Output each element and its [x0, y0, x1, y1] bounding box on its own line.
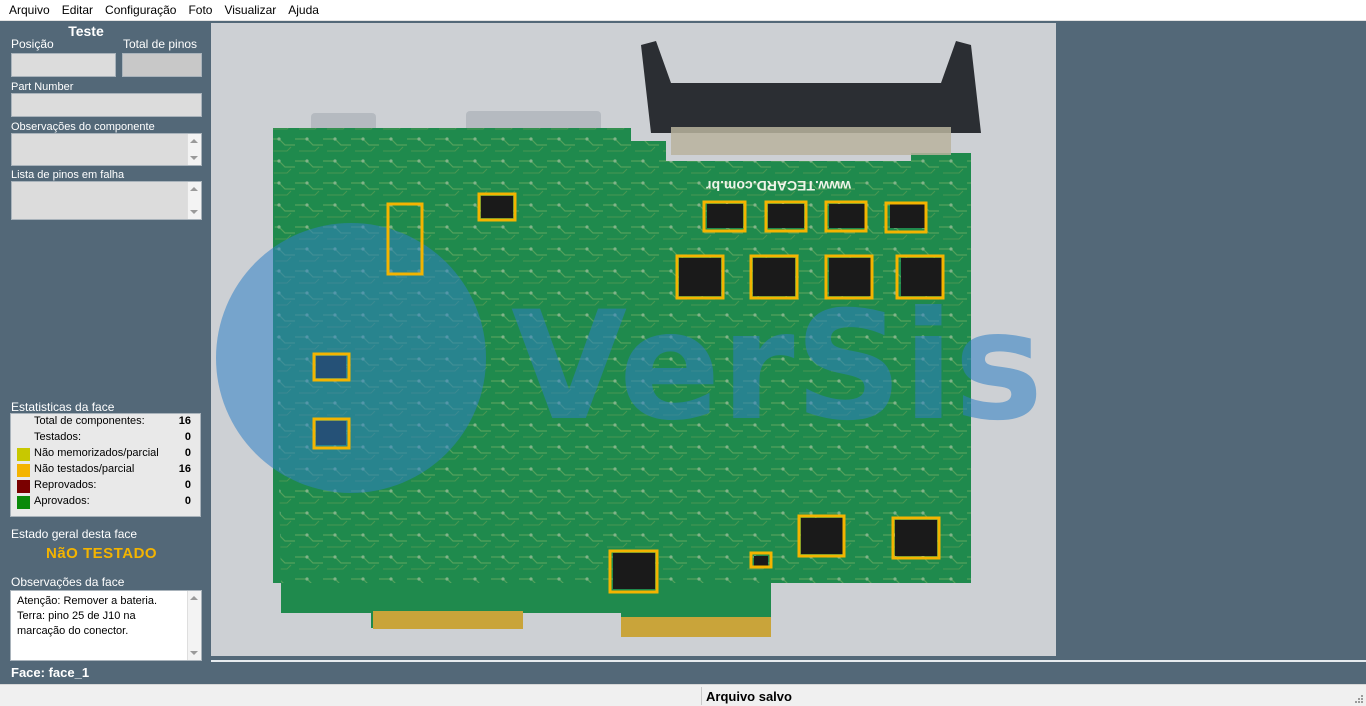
component-highlight[interactable] [884, 201, 928, 234]
component-highlight[interactable] [797, 514, 846, 558]
stats-title: Estatisticas da face [11, 400, 115, 414]
failed-pins-field[interactable] [11, 181, 202, 220]
stat-label: Total de componentes: [34, 415, 145, 427]
component-highlight[interactable] [749, 254, 799, 300]
face-notes-scrollbar[interactable] [187, 591, 201, 660]
component-highlight[interactable] [702, 200, 747, 233]
pcb-traces [273, 128, 971, 583]
component-highlight[interactable] [312, 352, 351, 382]
part-number-field[interactable] [11, 93, 202, 117]
stats-box: Total de componentes: 16 Testados: 0 Não… [10, 413, 201, 517]
stat-row-not-memorized: Não memorizados/parcial 0 [11, 446, 200, 462]
versis-watermark: VerSis [216, 223, 1043, 493]
face-name: Face: face_1 [11, 665, 90, 680]
part-number-label: Part Number [11, 81, 74, 93]
face-notes-label: Observações da face [11, 575, 125, 589]
component-highlight[interactable] [608, 549, 659, 594]
face-notes-line: Terra: pino 25 de J10 na [17, 610, 136, 622]
component-highlight[interactable] [764, 200, 808, 233]
stat-row-total: Total de componentes: 16 [11, 414, 200, 430]
menu-visualizar[interactable]: Visualizar [224, 2, 277, 17]
stat-value: 0 [184, 495, 191, 507]
scroll-down-icon[interactable] [190, 651, 198, 655]
component-highlight[interactable] [891, 516, 941, 560]
panel-title: Teste [68, 23, 104, 39]
face-notes-field[interactable]: Atenção: Remover a bateria. Terra: pino … [10, 590, 202, 661]
state-value: NãO TESTADO [46, 545, 158, 562]
stat-label: Não memorizados/parcial [34, 447, 159, 459]
watermark-text: VerSis [511, 280, 1043, 454]
menu-foto[interactable]: Foto [188, 2, 213, 17]
legend-swatch [17, 464, 30, 477]
menu-configuracao[interactable]: Configuração [105, 2, 177, 17]
component-notes-label: Observações do componente [11, 121, 155, 133]
stat-value: 0 [184, 447, 191, 459]
scroll-up-icon[interactable] [190, 596, 198, 600]
board-viewport[interactable]: www.TECARD.com.br VerSis [211, 23, 1366, 662]
menu-bar: Arquivo Editar Configuração Foto Visuali… [0, 0, 1366, 21]
legend-swatch [17, 480, 30, 493]
resize-grip-icon[interactable] [1353, 693, 1363, 703]
component-notes-scrollbar[interactable] [187, 134, 201, 165]
menu-ajuda[interactable]: Ajuda [288, 2, 319, 17]
component-highlights [312, 192, 945, 594]
board-photo[interactable]: www.TECARD.com.br VerSis [211, 23, 1056, 656]
component-highlight[interactable] [824, 254, 874, 300]
failed-pins-label: Lista de pinos em falha [11, 169, 125, 181]
menu-arquivo[interactable]: Arquivo [9, 2, 50, 17]
scroll-up-icon[interactable] [190, 139, 198, 143]
stat-label: Reprovados: [34, 479, 97, 491]
test-panel: Teste Posição Total de pinos Part Number… [0, 21, 210, 684]
stat-row-approved: Aprovados: 0 [11, 494, 200, 510]
total-pins-field[interactable] [122, 53, 202, 77]
component-highlight[interactable] [477, 192, 517, 222]
stat-label: Aprovados: [34, 495, 90, 507]
face-notes-line: marcação do conector. [17, 625, 129, 637]
legend-swatch [17, 496, 30, 509]
position-field[interactable] [11, 53, 116, 77]
state-label: Estado geral desta face [11, 527, 138, 541]
total-pins-label: Total de pinos [123, 37, 198, 51]
edge-connector-left [373, 611, 523, 629]
component-highlight[interactable] [675, 254, 725, 300]
component-highlight[interactable] [312, 417, 351, 450]
scroll-up-icon[interactable] [190, 187, 198, 191]
stat-label: Testados: [34, 431, 82, 443]
edge-connector-right [621, 617, 771, 637]
stat-value: 16 [178, 463, 191, 475]
failed-pins-scrollbar[interactable] [187, 182, 201, 219]
position-label: Posição [11, 37, 54, 51]
component-notes-field[interactable] [11, 133, 202, 166]
legend-swatch [17, 448, 30, 461]
stat-row-tested: Testados: 0 [11, 430, 200, 446]
stat-value: 16 [178, 415, 191, 427]
status-bar: Arquivo salvo [0, 684, 1366, 706]
stat-value: 0 [184, 479, 191, 491]
status-message: Arquivo salvo [706, 689, 792, 704]
component-highlight[interactable] [895, 254, 945, 300]
board-url-text: www.TECARD.com.br [706, 178, 852, 194]
idc-header-connector [641, 41, 981, 133]
menu-editar[interactable]: Editar [61, 2, 94, 17]
status-divider [701, 687, 702, 705]
stat-label: Não testados/parcial [34, 463, 135, 475]
header-pins [671, 127, 951, 155]
scroll-down-icon[interactable] [190, 210, 198, 214]
scroll-down-icon[interactable] [190, 156, 198, 160]
stat-row-not-tested: Não testados/parcial 16 [11, 462, 200, 478]
main-area: Teste Posição Total de pinos Part Number… [0, 21, 1366, 684]
face-notes-line: Atenção: Remover a bateria. [17, 595, 158, 607]
component-highlight[interactable] [386, 202, 424, 276]
stat-value: 0 [184, 431, 191, 443]
component-highlight[interactable] [749, 551, 773, 569]
component-highlight[interactable] [824, 200, 868, 233]
stat-row-failed: Reprovados: 0 [11, 478, 200, 494]
